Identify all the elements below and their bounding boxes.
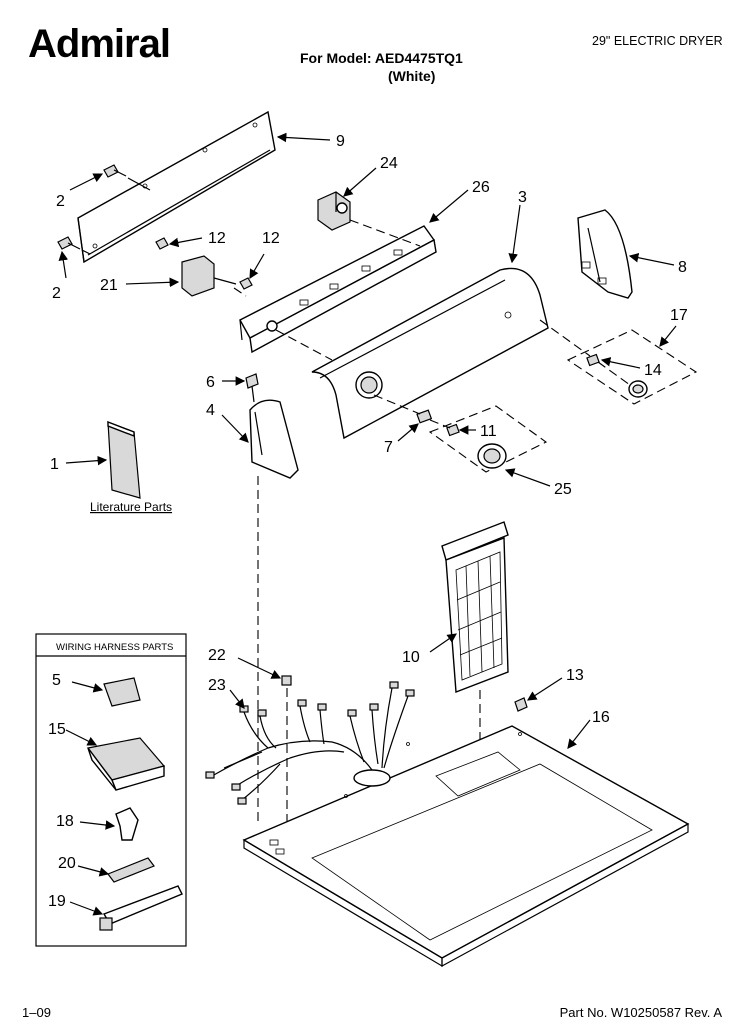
part-6-screw [245,373,259,403]
callout-2-upper: 2 [56,193,65,210]
callout-9: 9 [336,133,345,150]
callout-5: 5 [52,672,61,689]
callout-26: 26 [472,179,490,196]
callout-21: 21 [100,277,118,294]
part-3-console [311,267,549,440]
product-type: 29" ELECTRIC DRYER [592,34,723,48]
part-4-console-end-cap-left [249,399,299,479]
part-15-terminal-block [86,737,166,791]
callout-19: 19 [48,893,66,910]
callout-6: 6 [206,374,215,391]
callout-22: 22 [208,647,226,664]
callout-13: 13 [566,667,584,684]
part-7-knob-clip [416,409,433,424]
callout-16: 16 [592,709,610,726]
callout-4: 4 [206,402,215,419]
part-2-screw-lower [57,236,81,250]
callout-15: 15 [48,721,66,738]
callout-17: 17 [670,307,688,324]
wiring-harness-box-title: WIRING HARNESS PARTS [56,642,173,653]
part-19-cable-tie [99,885,183,931]
part-5-harness-part [103,677,141,707]
callout-12-right: 12 [262,230,280,247]
literature-parts-label: Literature Parts [90,500,172,514]
callout-3: 3 [518,189,527,206]
part-8-console-end-cap [577,209,633,299]
part-16-top-panel [242,725,690,968]
part-26-control-bracket [239,225,437,354]
callout-18: 18 [56,813,74,830]
callout-23: 23 [208,677,226,694]
part-10-lint-screen [441,521,509,693]
callout-20: 20 [58,855,76,872]
callout-10: 10 [402,649,420,666]
part-18-clip [115,807,139,841]
part-25-knob-kit [428,405,548,473]
callout-12-left: 12 [208,230,226,247]
part-24-switch [317,191,351,231]
part-17-knob-kit [566,329,698,405]
color-line: (White) [388,68,436,84]
callout-24: 24 [380,155,398,172]
part-23-wiring-harness [205,681,415,805]
part-12-screw-left [155,237,169,250]
callout-7: 7 [384,439,393,456]
callout-8: 8 [678,259,687,276]
part-9-console-rear-panel [77,110,276,264]
part-1-literature [107,420,141,499]
callout-11: 11 [480,423,497,440]
part-2-screw-upper [103,164,127,178]
part-13-screw [514,697,528,712]
model-line: For Model: AED4475TQ1 [300,50,463,66]
brand-logo: Admiral [28,22,171,66]
callout-14: 14 [644,362,662,379]
wiring-harness-parts-box [35,633,187,947]
part-21-timer [181,255,237,297]
callout-2-lower: 2 [52,285,61,302]
part-22-connector [281,675,292,686]
part-20-terminal [107,857,155,883]
part-number: Part No. W10250587 Rev. A [559,1005,722,1020]
page-number: 1–09 [22,1005,51,1020]
callout-25: 25 [554,481,572,498]
callout-1: 1 [50,456,59,473]
part-12-screw-right [239,277,253,290]
